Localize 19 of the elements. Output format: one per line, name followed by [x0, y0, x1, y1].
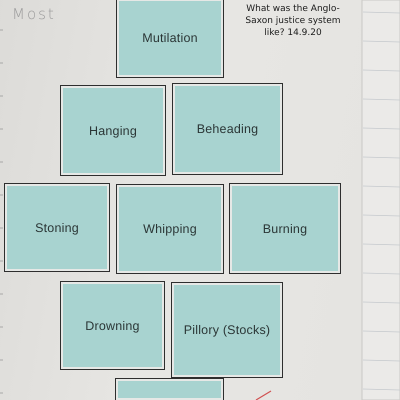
- note-text: Mutilation: [142, 31, 198, 45]
- sticky-note: [116, 0, 224, 78]
- note-text: Whipping: [143, 222, 197, 236]
- sticky-note: [60, 85, 166, 176]
- note-text: Stoning: [35, 220, 79, 234]
- note-text: Burning: [262, 222, 308, 236]
- title: What was the Anglo-Saxon justice system like? 14.9.20: [244, 3, 342, 39]
- sticky-note: [116, 184, 224, 274]
- note-text: Hanging: [89, 124, 137, 138]
- sticky-note: [4, 183, 110, 272]
- sticky-note: [171, 282, 283, 378]
- sticky-note: [115, 378, 224, 400]
- handwritten-label: Most: [12, 5, 56, 23]
- note-text: Pillory (Stocks): [184, 323, 270, 337]
- sticky-note: [60, 281, 165, 370]
- sticky-note: [229, 183, 341, 274]
- note-text: Beheading: [196, 122, 258, 136]
- note-text: Drowning: [85, 318, 140, 332]
- sticky-note: [172, 83, 283, 175]
